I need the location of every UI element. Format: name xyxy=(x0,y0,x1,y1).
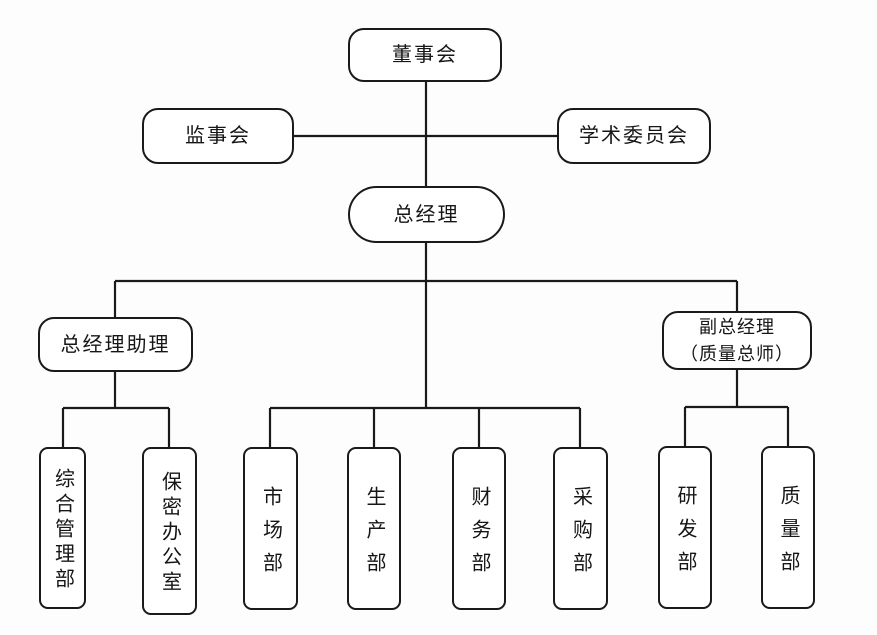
node-academic-committee-label: 学术委员会 xyxy=(579,125,689,147)
node-board-of-directors-label: 董事会 xyxy=(392,44,458,66)
node-dept-marketing: 市场部 xyxy=(243,447,298,610)
node-dept-rnd: 研发部 xyxy=(658,446,712,609)
node-board-of-directors: 董事会 xyxy=(348,28,502,82)
node-dept-production: 生产部 xyxy=(347,447,401,610)
node-supervisory-board: 监事会 xyxy=(142,108,294,164)
node-dept-quality-label: 质量部 xyxy=(777,484,799,584)
node-deputy-gm-label-line1: 副总经理 xyxy=(699,317,775,338)
node-deputy-gm: 副总经理 （质量总师） xyxy=(662,311,812,370)
node-gm-assistant-label: 总经理助理 xyxy=(60,333,171,356)
node-deputy-gm-label-line2: （质量总师） xyxy=(680,343,794,364)
node-dept-procurement-label: 采购部 xyxy=(569,485,592,585)
node-supervisory-board-label: 监事会 xyxy=(185,125,251,147)
node-gm-assistant: 总经理助理 xyxy=(38,317,193,372)
node-dept-rnd-label: 研发部 xyxy=(674,484,696,584)
node-dept-confidentiality-office: 保密办公室 xyxy=(142,447,197,615)
node-dept-marketing-label: 市场部 xyxy=(259,485,282,585)
node-academic-committee: 学术委员会 xyxy=(557,108,711,164)
node-general-manager-label: 总经理 xyxy=(393,203,460,226)
node-dept-finance-label: 财务部 xyxy=(468,485,490,585)
node-dept-general-admin: 综合管理部 xyxy=(39,447,86,609)
node-dept-general-admin-label: 综合管理部 xyxy=(51,468,74,593)
node-dept-confidentiality-office-label: 保密办公室 xyxy=(158,471,181,596)
node-general-manager: 总经理 xyxy=(348,186,505,243)
node-dept-production-label: 生产部 xyxy=(363,485,385,585)
node-dept-finance: 财务部 xyxy=(452,447,506,610)
node-dept-procurement: 采购部 xyxy=(553,447,608,610)
node-dept-quality: 质量部 xyxy=(761,446,815,609)
